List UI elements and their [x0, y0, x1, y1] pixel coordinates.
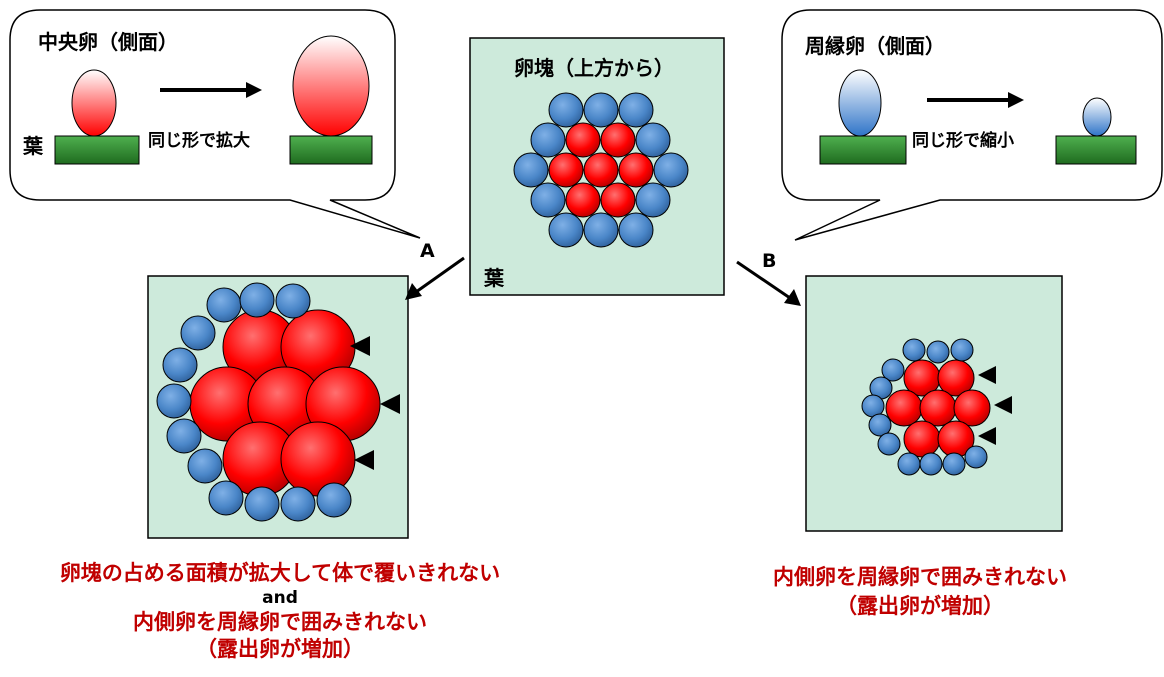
large-central-egg: [289, 35, 373, 165]
panel-a-peripheral-egg: [187, 448, 223, 484]
panel-a-peripheral-egg: [156, 383, 192, 419]
caption-a-line4: （露出卵が増加）: [196, 637, 364, 661]
small-peripheral-egg: [1055, 97, 1137, 165]
center-peripheral-egg: [618, 212, 654, 248]
center-peripheral-egg: [548, 212, 584, 248]
panel-b-peripheral-egg: [919, 452, 943, 476]
shrink-arrow-head: [1008, 92, 1024, 108]
panel-a-peripheral-egg: [280, 486, 316, 522]
caption-a-line3: 内側卵を周縁卵で囲みきれない: [133, 610, 427, 634]
panel-b-central-egg: [903, 420, 941, 458]
panel-b-peripheral-egg: [881, 358, 905, 382]
arrow-b-head: [784, 289, 801, 306]
exposed-egg-marker-b1: [978, 366, 996, 384]
panel-b-central-egg: [953, 389, 991, 427]
center-peripheral-egg: [583, 92, 619, 128]
center-peripheral-egg: [653, 152, 689, 188]
center-panel-title: 卵塊（上方から）: [514, 56, 674, 80]
callout-right-bubble: [781, 9, 1163, 241]
leaf-block-small-left: [54, 135, 140, 165]
center-central-egg: [600, 182, 636, 218]
center-central-egg: [600, 122, 636, 158]
panel-a-peripheral-egg: [208, 480, 244, 516]
arrow-b-line: [736, 260, 791, 300]
panel-a-peripheral-egg: [162, 347, 198, 383]
panel-b-peripheral-egg: [950, 338, 974, 362]
panel-a-egg-cluster: [156, 282, 381, 522]
center-peripheral-egg: [635, 122, 671, 158]
center-peripheral-egg: [618, 92, 654, 128]
arrow-a-head: [405, 283, 422, 300]
panel-b-peripheral-egg: [877, 432, 901, 456]
panel-a-peripheral-egg: [239, 282, 275, 318]
panel-a-peripheral-egg: [275, 283, 311, 319]
center-central-egg: [565, 182, 601, 218]
leaf-label-center: 葉: [484, 266, 504, 290]
center-central-egg: [548, 152, 584, 188]
caption-a-line2: and: [262, 588, 298, 608]
caption-a-line1: 卵塊の占める面積が拡大して体で覆いきれない: [59, 561, 501, 585]
panel-b-peripheral-egg: [942, 452, 966, 476]
leaf-label-left: 葉: [23, 134, 43, 158]
large-peripheral-egg: [819, 69, 907, 165]
panel-b-peripheral-egg: [902, 338, 926, 362]
callout-left-title: 中央卵（側面）: [38, 30, 178, 54]
center-peripheral-egg: [513, 152, 549, 188]
panel-b-central-egg: [937, 359, 975, 397]
caption-b-line1: 内側卵を周縁卵で囲みきれない: [773, 565, 1067, 589]
panel-a-central-egg: [280, 421, 356, 497]
leaf-block-right-right: [1055, 135, 1137, 165]
panel-b-peripheral-egg: [897, 452, 921, 476]
panel-a-peripheral-egg: [316, 482, 352, 518]
leaf-block-large-left: [289, 135, 373, 165]
panel-b-egg-cluster: [861, 338, 991, 476]
exposed-egg-marker-a1: [350, 336, 370, 356]
caption-b-line2: （露出卵が増加）: [836, 594, 1004, 618]
enlarge-arrow-head: [246, 82, 262, 98]
caption-b: 内側卵を周縁卵で囲みきれない （露出卵が増加）: [700, 563, 1140, 621]
arrow-a-line: [415, 256, 465, 294]
exposed-egg-marker-b2: [994, 396, 1012, 414]
arrow-a-label: A: [420, 240, 435, 262]
center-peripheral-egg: [530, 122, 566, 158]
small-central-egg: [54, 69, 140, 165]
center-egg-cluster: [513, 92, 689, 248]
exposed-egg-marker-a3: [354, 450, 374, 470]
center-central-egg: [583, 152, 619, 188]
center-peripheral-egg: [548, 92, 584, 128]
center-peripheral-egg: [583, 212, 619, 248]
center-peripheral-egg: [530, 182, 566, 218]
enlarge-arrow-label: 同じ形で拡大: [148, 131, 250, 151]
exposed-egg-marker-a2: [380, 394, 400, 414]
panel-b-peripheral-egg: [926, 340, 950, 364]
center-central-egg: [565, 122, 601, 158]
panel-a-peripheral-egg: [166, 418, 202, 454]
panel-a-peripheral-egg: [244, 486, 280, 522]
panel-b-peripheral-egg: [868, 413, 892, 437]
panel-b-central-egg: [919, 389, 957, 427]
panel-a-peripheral-egg: [206, 287, 242, 323]
panel-a-peripheral-egg: [180, 315, 216, 351]
leaf-block-left-right: [819, 135, 907, 165]
panel-b-peripheral-egg: [964, 445, 988, 469]
shrink-arrow-label: 同じ形で縮小: [912, 131, 1014, 151]
arrow-b-label: B: [762, 250, 777, 272]
callout-right-title: 周縁卵（側面）: [805, 34, 945, 58]
panel-b-central-egg: [885, 389, 923, 427]
caption-a: 卵塊の占める面積が拡大して体で覆いきれない and 内側卵を周縁卵で囲みきれない…: [0, 560, 560, 663]
center-peripheral-egg: [635, 182, 671, 218]
center-central-egg: [618, 152, 654, 188]
exposed-egg-marker-b3: [978, 427, 996, 445]
